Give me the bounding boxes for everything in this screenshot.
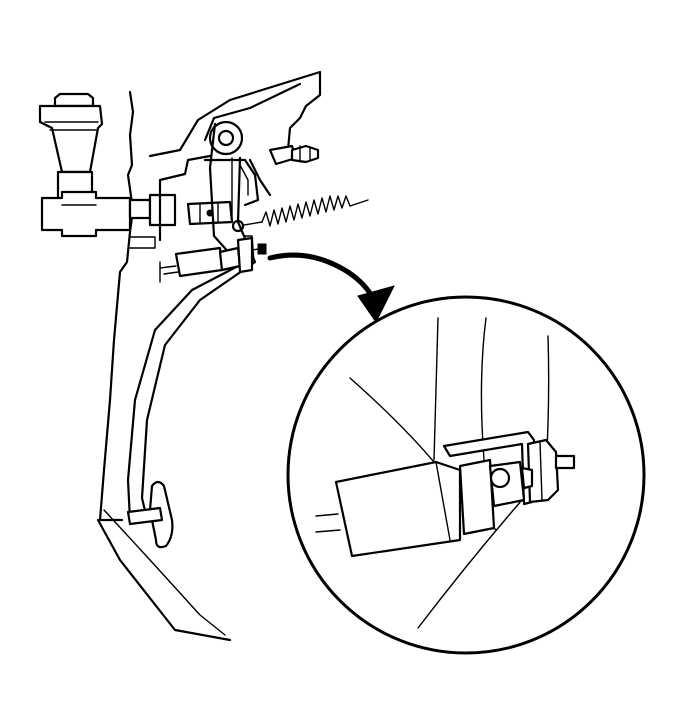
brake-pedal-arm-icon: [126, 122, 257, 522]
firewall-panel: [96, 90, 232, 642]
master-cylinder-icon: [40, 190, 177, 249]
brake-fluid-reservoir-icon: [38, 92, 104, 202]
stoplamp-switch-icon: [159, 235, 267, 283]
pedal-pad-icon: [126, 480, 174, 549]
detail-magnifier-icon: [286, 295, 646, 655]
pushrod-clevis-icon: [186, 200, 234, 226]
pivot-bolt-icon: [208, 120, 320, 166]
callout-arrow-icon: [267, 252, 395, 323]
